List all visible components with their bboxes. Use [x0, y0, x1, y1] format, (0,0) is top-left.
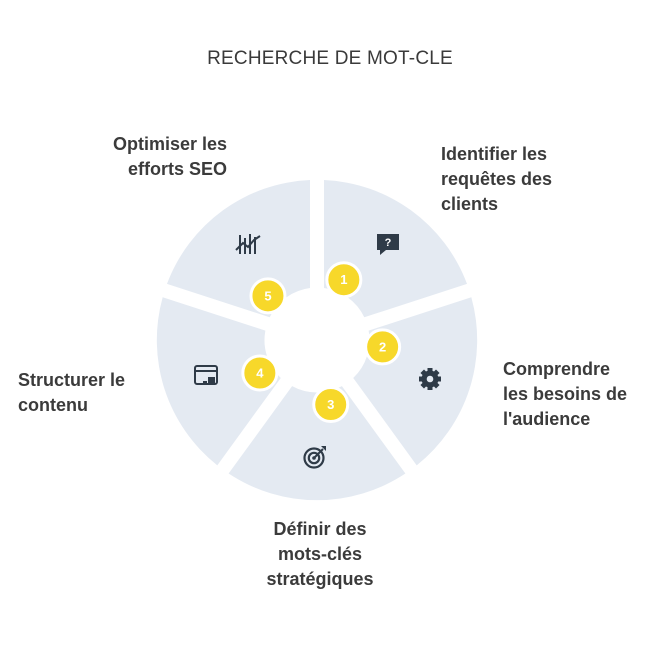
chart-analysis-icon: [235, 234, 261, 254]
step-label-1: Identifier les requêtes des clients: [441, 144, 553, 214]
diagram-title: RECHERCHE DE MOT-CLE: [207, 48, 453, 69]
step-number-2: 2: [379, 339, 386, 354]
step-number-5: 5: [264, 288, 271, 303]
step-label-2: Comprendre les besoins de l'audience: [503, 359, 628, 429]
cycle-segment-3: [228, 386, 406, 501]
svg-text:?: ?: [385, 237, 392, 249]
step-label-4: Structurer le contenu: [18, 370, 126, 415]
step-number-4: 4: [256, 366, 264, 381]
gear-icon: [419, 368, 441, 390]
target-icon: [303, 446, 326, 469]
step-number-3: 3: [327, 397, 334, 412]
step-badge-5: 5: [249, 277, 287, 315]
speech-bubble-question-icon: ?: [377, 234, 399, 255]
step-number-1: 1: [340, 272, 347, 287]
step-label-5: Optimiser les efforts SEO: [112, 134, 227, 179]
browser-window-icon: [194, 365, 218, 385]
step-badge-3: 3: [312, 386, 350, 424]
step-badge-2: 2: [364, 328, 402, 366]
step-badge-1: 1: [325, 261, 363, 299]
cycle-segment-4: [156, 297, 281, 466]
step-badge-4: 4: [241, 354, 279, 392]
step-label-3: Définir des mots-clés stratégiques: [266, 519, 374, 589]
